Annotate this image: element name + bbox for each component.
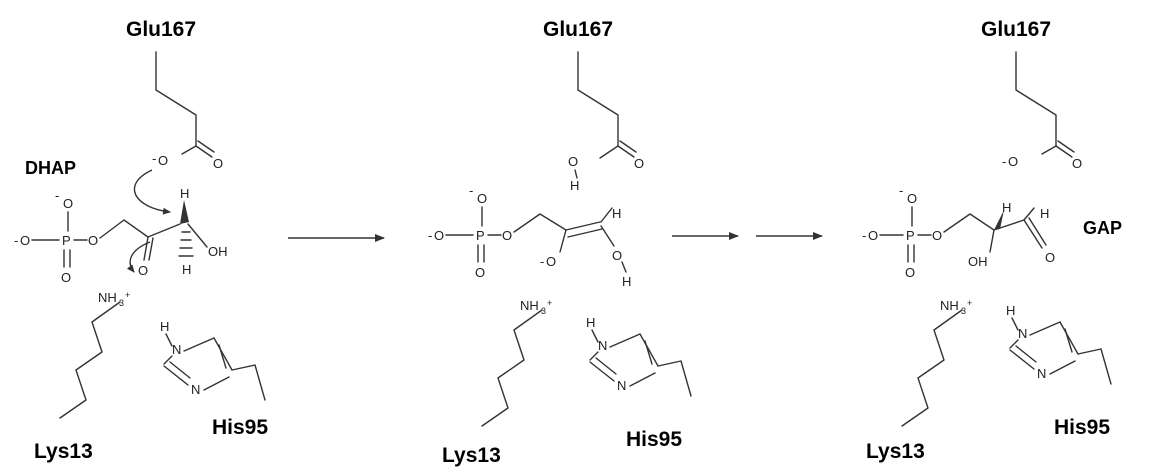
panel-enediol: Glu167 O H O O - - O P O O - O H O H xyxy=(428,18,692,467)
panel-gap: Glu167 - O O GAP O - - O P O O H OH H O xyxy=(862,18,1122,463)
svg-text:-: - xyxy=(428,228,432,243)
lys13-label-1: Lys13 xyxy=(34,440,93,463)
his95-label-3: His95 xyxy=(1054,416,1110,439)
svg-text:-: - xyxy=(862,228,866,243)
svg-text:O: O xyxy=(61,270,71,285)
gap-label: GAP xyxy=(1083,218,1122,238)
lys13-label-2: Lys13 xyxy=(442,444,501,467)
glu167-label-3: Glu167 xyxy=(981,18,1051,41)
svg-text:O: O xyxy=(868,228,878,243)
svg-text:-: - xyxy=(540,254,544,269)
svg-text:O: O xyxy=(434,228,444,243)
svg-text:H: H xyxy=(1002,200,1011,215)
svg-text:-: - xyxy=(14,233,18,248)
svg-text:O: O xyxy=(138,263,148,278)
svg-text:O: O xyxy=(502,228,512,243)
panel-dhap: Glu167 - O O DHAP O - - O P O O O H xyxy=(14,18,268,463)
svg-text:P: P xyxy=(906,228,915,243)
glu167-label-1: Glu167 xyxy=(126,18,196,41)
svg-text:O: O xyxy=(932,228,942,243)
svg-text:P: P xyxy=(62,233,71,248)
svg-text:O: O xyxy=(20,233,30,248)
his95-label-2: His95 xyxy=(626,428,682,451)
svg-text:-: - xyxy=(469,183,473,198)
svg-text:O: O xyxy=(634,156,644,171)
svg-text:OH: OH xyxy=(968,254,988,269)
svg-text:P: P xyxy=(476,228,485,243)
svg-text:-: - xyxy=(55,188,59,203)
svg-text:O: O xyxy=(568,154,578,169)
his95-label-1: His95 xyxy=(212,416,268,439)
lys13-label-3: Lys13 xyxy=(866,440,925,463)
svg-text:H: H xyxy=(1040,206,1049,221)
svg-text:O: O xyxy=(905,265,915,280)
dhap-label: DHAP xyxy=(25,158,76,178)
svg-text:H: H xyxy=(570,178,579,193)
svg-text:O: O xyxy=(475,265,485,280)
svg-text:O: O xyxy=(907,191,917,206)
svg-text:-: - xyxy=(152,151,156,166)
glu167-label-2: Glu167 xyxy=(543,18,613,41)
svg-text:O: O xyxy=(88,233,98,248)
svg-text:H: H xyxy=(622,274,631,289)
svg-text:O: O xyxy=(1072,156,1082,171)
svg-text:OH: OH xyxy=(208,244,228,259)
svg-text:-: - xyxy=(1002,154,1006,169)
svg-text:O: O xyxy=(612,248,622,263)
svg-text:-: - xyxy=(899,183,903,198)
svg-text:O: O xyxy=(546,254,556,269)
svg-text:O: O xyxy=(477,191,487,206)
svg-text:O: O xyxy=(63,196,73,211)
svg-text:O: O xyxy=(213,156,223,171)
svg-text:O: O xyxy=(1045,250,1055,265)
svg-text:O: O xyxy=(1008,154,1018,169)
svg-text:H: H xyxy=(612,206,621,221)
svg-text:H: H xyxy=(182,262,191,277)
svg-text:H: H xyxy=(180,186,189,201)
svg-text:O: O xyxy=(158,153,168,168)
